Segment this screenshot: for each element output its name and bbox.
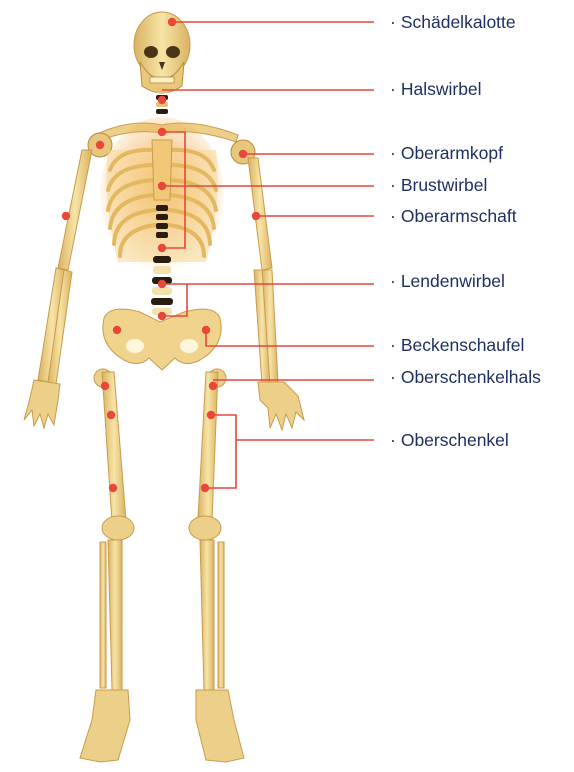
bullet: · (390, 367, 396, 387)
label-lendenwirbel: ·Lendenwirbel (390, 271, 505, 291)
dot-oberarmschaft-left (62, 212, 70, 220)
label-oberschenkelhals: ·Oberschenkelhals (390, 367, 541, 387)
label-oberarmkopf: ·Oberarmkopf (390, 143, 503, 163)
label-text: Brustwirbel (401, 175, 488, 195)
label-text: Oberarmschaft (401, 206, 517, 226)
dot-oberarmschaft-right (252, 212, 260, 220)
label-text: Oberarmkopf (401, 143, 503, 163)
label-brustwirbel: ·Brustwirbel (390, 175, 487, 195)
dot-oberschenkel-left-upper (107, 411, 115, 419)
label-text: Oberschenkelhals (401, 367, 541, 387)
label-text: Oberschenkel (401, 430, 509, 450)
label-oberarmschaft: ·Oberarmschaft (390, 206, 517, 226)
label-text: Beckenschaufel (401, 335, 525, 355)
bullet: · (390, 335, 396, 355)
dot-oberschenkelhals-right (209, 382, 217, 390)
skull (134, 12, 190, 93)
bullet: · (390, 175, 396, 195)
label-schaedelkalotte: ·Schädelkalotte (390, 12, 516, 32)
label-beckenschaufel: ·Beckenschaufel (390, 335, 524, 355)
bullet: · (390, 430, 396, 450)
dot-brustwirbel-low (158, 244, 166, 252)
bullet: · (390, 206, 396, 226)
dot-oberschenkelhals-left (101, 382, 109, 390)
bullet: · (390, 79, 396, 99)
dot-oberschenkel-left-lower (109, 484, 117, 492)
label-halswirbel: ·Halswirbel (390, 79, 482, 99)
legs (80, 369, 244, 762)
dot-lendenwirbel-top (158, 280, 166, 288)
dot-beckenschaufel-left (113, 326, 121, 334)
bullet: · (390, 12, 396, 32)
label-text: Halswirbel (401, 79, 482, 99)
dot-oberschenkel-right-lower (201, 484, 209, 492)
dot-schaedelkalotte (168, 18, 176, 26)
bullet: · (390, 271, 396, 291)
dot-beckenschaufel-right (202, 326, 210, 334)
dot-lendenwirbel-low (158, 312, 166, 320)
label-text: Schädelkalotte (401, 12, 516, 32)
bullet: · (390, 143, 396, 163)
dot-brustwirbel-top (158, 128, 166, 136)
dot-oberarmkopf-right (239, 150, 247, 158)
pointer-line-beckenschaufel (206, 334, 374, 346)
dot-halswirbel (158, 96, 166, 104)
dot-oberschenkel-right-upper (207, 411, 215, 419)
label-text: Lendenwirbel (401, 271, 505, 291)
dot-oberarmkopf-left (96, 141, 104, 149)
dot-brustwirbel-mid (158, 182, 166, 190)
label-oberschenkel: ·Oberschenkel (390, 430, 509, 450)
